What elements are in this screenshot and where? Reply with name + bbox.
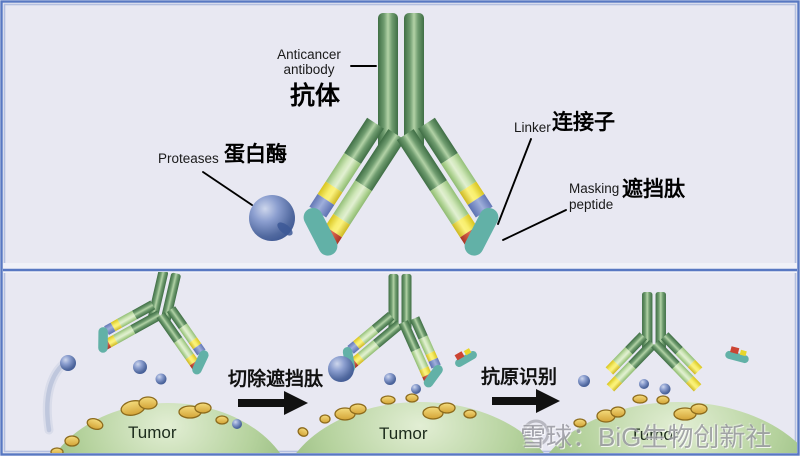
antibody-stage-2-cleaving: [339, 274, 446, 384]
antigen-blob: [334, 403, 367, 421]
protease-sphere-large: [249, 195, 295, 241]
protease-sphere-small: [155, 373, 167, 385]
masking-peptide-label-cn: 遮挡肽: [622, 178, 685, 201]
protease-sphere-small: [659, 383, 671, 395]
step1-arrow: [238, 391, 308, 415]
antigen-blob: [656, 395, 670, 405]
antibody-label-cn: 抗体: [290, 82, 341, 110]
tumor-label-3: Tumor: [630, 425, 679, 444]
antigen-blob: [405, 393, 419, 403]
masking-peptide-label-en: Masking peptide: [569, 181, 620, 212]
antigen-blob: [215, 415, 229, 425]
step1-label-cleave-masking-peptide: 切除遮挡肽: [228, 369, 324, 390]
watermark-text: 雪球：BiG生物创新社: [520, 422, 772, 452]
linker-label-cn: 连接子: [552, 111, 615, 134]
anticancer-antibody-label-en: Anticancer antibody: [277, 47, 341, 77]
antibody-masked-large: [297, 13, 505, 250]
proteases-leader-line: [202, 171, 253, 206]
antigen-blob: [319, 414, 331, 424]
antibody-stage-1-masked: [90, 272, 229, 375]
protease-sphere-small: [411, 384, 421, 394]
linker-label-en: Linker: [514, 120, 551, 135]
antigen-blob: [297, 427, 309, 437]
bottom-panel-graphics: [42, 272, 797, 453]
antigen-blob: [573, 418, 587, 428]
antigens: [50, 393, 708, 453]
panel-divider-gap: [3, 263, 797, 273]
antibody-stage-3-unmasked: [597, 292, 711, 392]
antigen-blob: [673, 403, 708, 421]
antigen-blob: [86, 417, 104, 431]
masking-leader-line: [502, 209, 567, 241]
watermark: 雪球：BiG生物创新社: [520, 417, 771, 454]
protease-sphere-small: [639, 379, 649, 389]
protease-sphere-small: [60, 355, 76, 371]
antigen-blob: [422, 402, 456, 420]
antigen-blob: [632, 394, 648, 404]
antigen-blob: [463, 409, 477, 419]
tumor-cell-2: [296, 402, 544, 453]
xueqiu-logo-icon: [522, 419, 550, 447]
antigen-blob: [120, 396, 158, 416]
protease-sphere-small: [133, 360, 147, 374]
protease-sphere-small: [232, 419, 242, 429]
antigen-blob: [50, 447, 64, 453]
tumor-cell-1: [56, 403, 280, 453]
tumor-label-2: Tumor: [379, 424, 428, 443]
antigen-blob: [380, 395, 396, 405]
proteases-label-cn: 蛋白酶: [224, 143, 287, 166]
linker-leader-line: [497, 138, 532, 225]
step2-label-antigen-recognition: 抗原识别: [481, 367, 558, 388]
antigen-blob: [178, 402, 212, 419]
leader-lines: [202, 65, 567, 241]
top-panel-graphics: [202, 13, 567, 250]
step2-arrow: [492, 389, 560, 413]
protease-sphere-small: [578, 375, 590, 387]
heavy-chain-stem-left: [378, 13, 398, 150]
proteases-label-en: Proteases: [158, 151, 219, 166]
antigen-blob: [596, 406, 626, 423]
protease-sphere-medium: [328, 356, 354, 382]
protease-with-trail: [42, 355, 76, 435]
protease-sphere-small: [384, 373, 396, 385]
heavy-chain-stem-right: [404, 13, 424, 150]
tumor-label-1: Tumor: [128, 423, 177, 442]
antigen-blob: [64, 435, 80, 447]
